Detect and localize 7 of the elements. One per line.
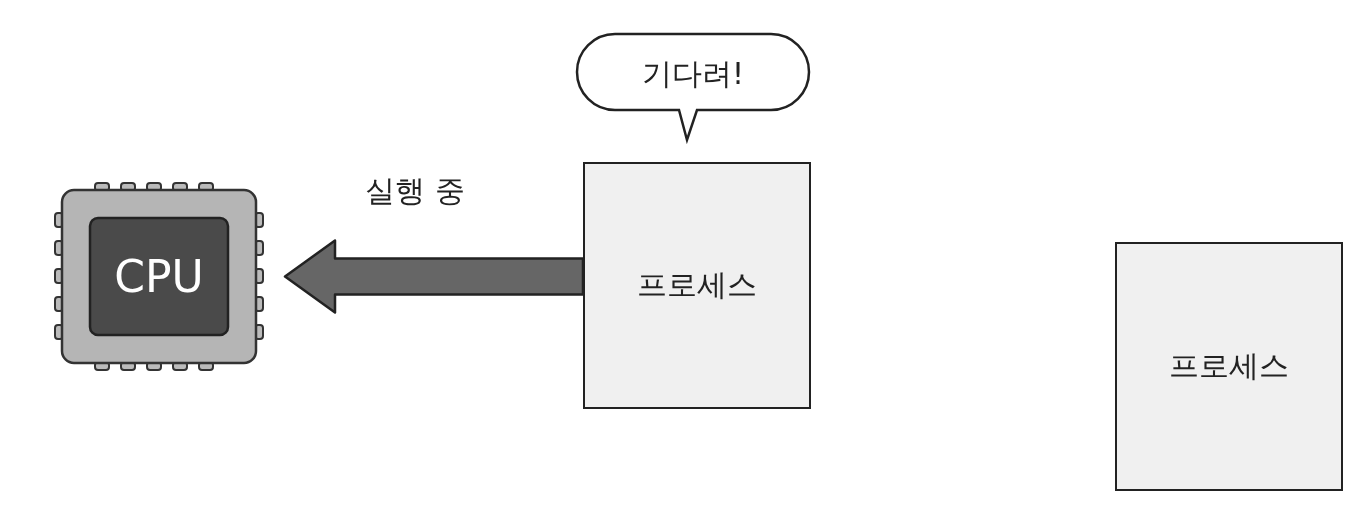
process-label: 프로세스 — [637, 266, 757, 304]
arrow — [283, 239, 585, 314]
process-box — [1115, 242, 1343, 491]
process-box — [583, 162, 811, 409]
process-label: 프로세스 — [1169, 347, 1289, 385]
speech-text: 기다려! — [642, 55, 744, 93]
chip-label: CPU — [114, 251, 204, 302]
